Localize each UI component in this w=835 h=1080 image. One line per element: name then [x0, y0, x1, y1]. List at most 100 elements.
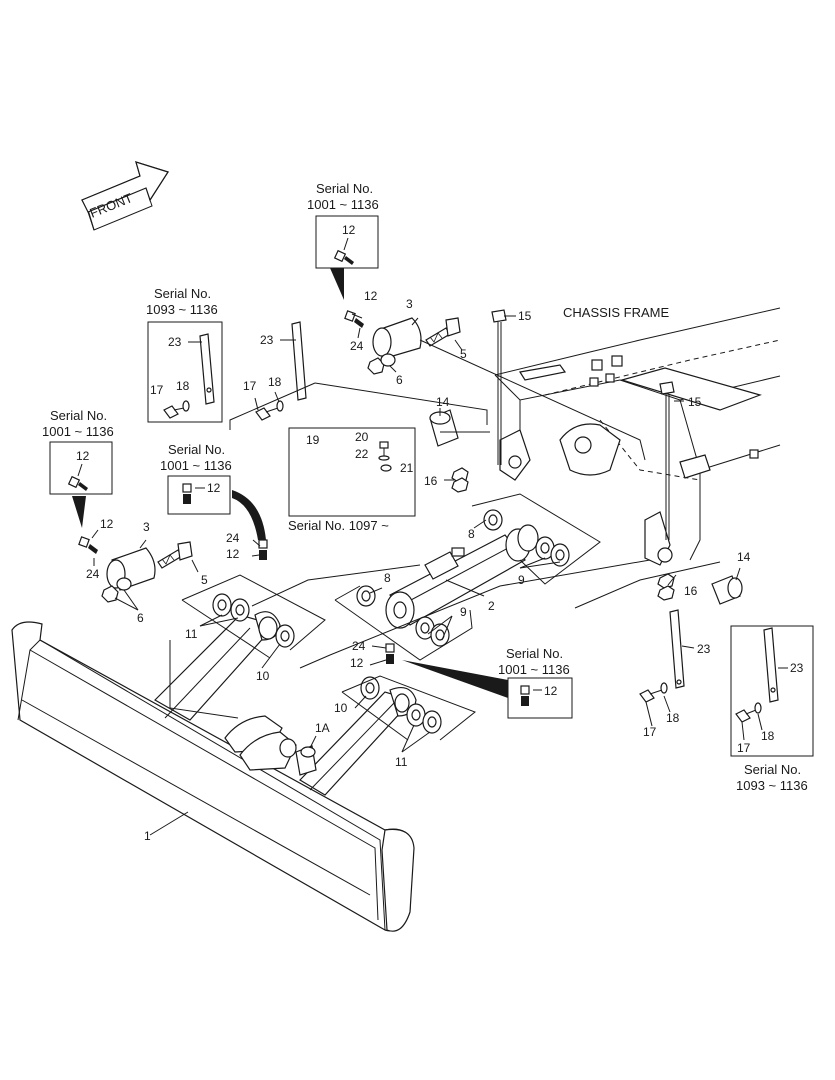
callout-cone-top [330, 268, 344, 300]
hydraulic-cylinder [385, 524, 539, 629]
part-label-12-mid: 12 [226, 547, 240, 561]
part-label-22: 22 [355, 447, 369, 461]
part-label-8-lower: 8 [384, 571, 391, 585]
part-label-24-mid: 24 [226, 531, 240, 545]
part-label-12-left: 12 [100, 517, 114, 531]
inset-left-upper-part-18: 18 [176, 379, 190, 393]
serial-left-center-line1: Serial No. [168, 442, 225, 457]
chassis-frame: CHASSIS FRAME [494, 305, 781, 566]
part-label-6-upper: 6 [396, 373, 403, 387]
inset-center-right-part-12: 12 [544, 684, 558, 698]
inset-left-upper-part-17: 17 [150, 383, 164, 397]
front-arrow: FRONT [81, 161, 169, 231]
strip-23-right [669, 609, 685, 689]
long-bolt-15-left [491, 309, 507, 465]
long-bolt-15-right [659, 381, 675, 540]
nuts-upper [367, 353, 396, 375]
shims-9-lower [415, 616, 450, 647]
inset-top-part-12: 12 [342, 223, 356, 237]
part-label-15-left: 15 [518, 309, 532, 323]
blade-brackets [224, 715, 317, 776]
part-label-11-left: 11 [185, 627, 198, 641]
inset-right-bottom-part-18: 18 [761, 729, 775, 743]
serial-right-bottom-line1: Serial No. [744, 762, 801, 777]
callout-cone-left [72, 496, 86, 528]
pin-upper [372, 317, 422, 359]
nuts-16-left [451, 467, 469, 493]
part-label-15-right: 15 [688, 395, 702, 409]
serial-top-line1: Serial No. [316, 181, 373, 196]
inset-right-bottom-part-23: 23 [790, 661, 804, 675]
serial-center-right-line1: Serial No. [506, 646, 563, 661]
part-label-9-upper: 9 [518, 573, 525, 587]
shims-10-left [275, 624, 295, 648]
part-label-12-top: 12 [364, 289, 378, 303]
push-arm-left [154, 611, 281, 721]
part-label-3-left: 3 [143, 520, 150, 534]
part-label-23-mid: 23 [260, 333, 274, 347]
bushing-right [711, 575, 743, 605]
part-label-10-right: 10 [334, 701, 348, 715]
inset-left-mid: 12 [49, 441, 113, 495]
inset-center-right: 12 [507, 677, 573, 719]
inset-right-bottom: 23 17 18 [730, 625, 814, 757]
part-label-24-left: 24 [86, 567, 100, 581]
part-label-16-right: 16 [684, 584, 698, 598]
part-label-19: 19 [306, 433, 320, 447]
shims-9-upper [535, 536, 570, 567]
push-arm-right [299, 687, 417, 796]
serial-center-right-line2: 1001 ~ 1136 [498, 662, 570, 677]
part-label-18-mid: 18 [268, 375, 282, 389]
part-label-1a: 1A [315, 721, 330, 735]
part-label-5-upper: 5 [460, 347, 467, 361]
part-label-17-mid: 17 [243, 379, 257, 393]
grease-fitting-mid [258, 539, 268, 560]
part-label-16-left: 16 [424, 474, 438, 488]
part-label-23-right: 23 [697, 642, 711, 656]
serial-left-center-line2: 1001 ~ 1136 [160, 458, 232, 473]
part-label-8-upper: 8 [468, 527, 475, 541]
nuts-left [101, 577, 132, 603]
inset-left-upper: 23 17 18 [147, 321, 223, 423]
area-outlines [169, 339, 721, 741]
shims-8-lower [356, 585, 376, 607]
inset-left-mid-part-12: 12 [76, 449, 90, 463]
serial-left-mid-line1: Serial No. [50, 408, 107, 423]
grease-fitting-center [385, 643, 395, 664]
inset-top: 12 [315, 215, 379, 269]
bolt-upper [425, 317, 461, 347]
part-label-14-upper: 14 [436, 395, 450, 409]
bolt-17-right [639, 682, 668, 703]
part-label-3-upper: 3 [406, 297, 413, 311]
part-label-6-left: 6 [137, 611, 144, 625]
inset-left-upper-part-23: 23 [168, 335, 182, 349]
part-label-12-center: 12 [350, 656, 364, 670]
part-label-1: 1 [144, 829, 151, 843]
strip-23-mid [291, 321, 307, 401]
grease-fitting-upper [344, 310, 364, 328]
serial-right-bottom-line2: 1093 ~ 1136 [736, 778, 808, 793]
part-label-14-right: 14 [737, 550, 751, 564]
part-label-20: 20 [355, 430, 369, 444]
bolt-17-mid [255, 400, 284, 421]
part-label-21: 21 [400, 461, 414, 475]
serial-1097: Serial No. 1097 ~ [288, 518, 389, 533]
serial-left-upper-line1: Serial No. [154, 286, 211, 301]
serial-left-mid-line2: 1001 ~ 1136 [42, 424, 114, 439]
grease-fitting-left [78, 536, 98, 554]
inset-left-center: 12 [167, 475, 231, 515]
part-label-9-lower: 9 [460, 605, 467, 619]
serial-left-upper-line2: 1093 ~ 1136 [146, 302, 218, 317]
part-label-24-top: 24 [350, 339, 364, 353]
part-label-5-left: 5 [201, 573, 208, 587]
inset-left-center-part-12: 12 [207, 481, 221, 495]
inset-1097 [288, 427, 416, 517]
chassis-frame-label: CHASSIS FRAME [563, 305, 670, 320]
inset-right-bottom-part-17: 17 [737, 741, 751, 755]
part-label-24-center: 24 [352, 639, 366, 653]
part-label-11-right: 11 [395, 755, 408, 769]
shims-8-upper [483, 509, 503, 531]
bushing-upper [429, 409, 459, 447]
part-label-10-left: 10 [256, 669, 270, 683]
